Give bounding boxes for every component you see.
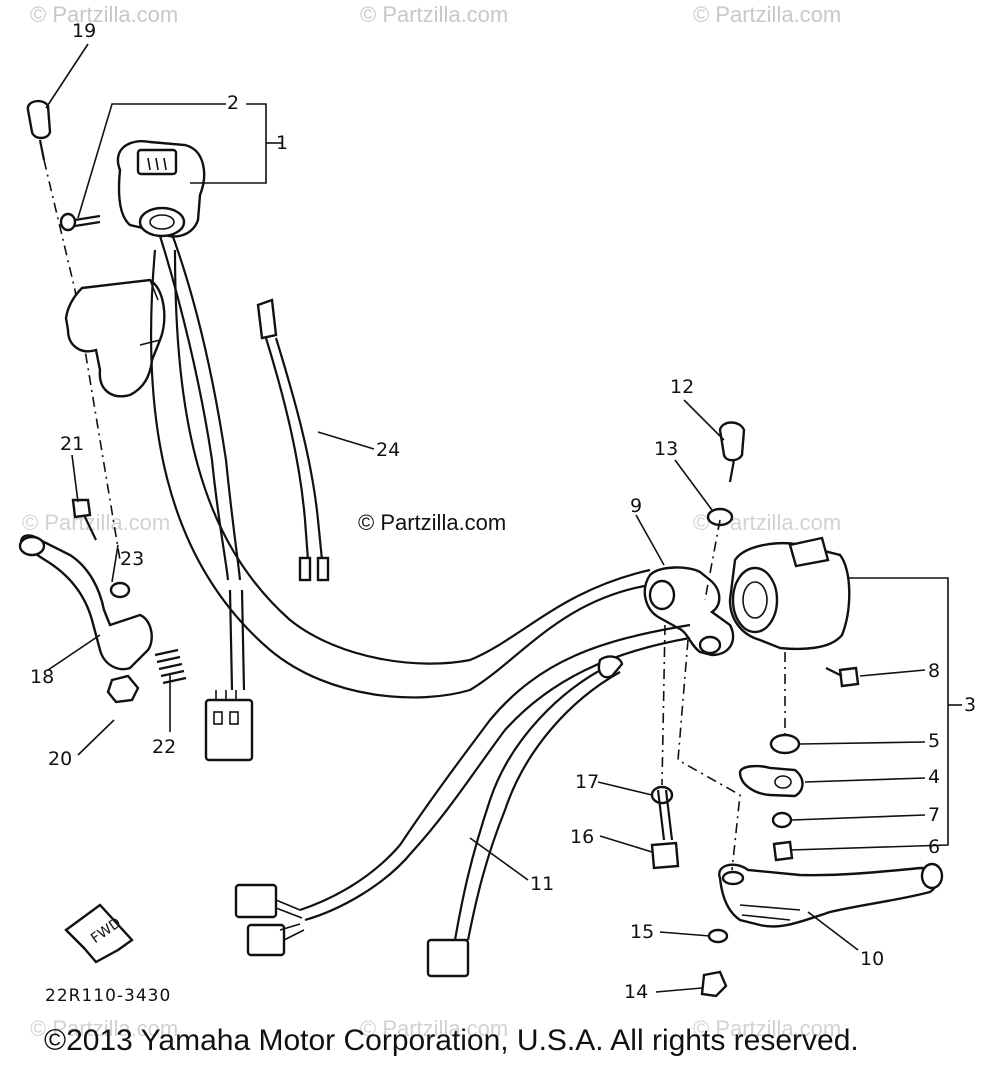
handlebar-cable-loop <box>149 249 651 699</box>
nut-7 <box>771 811 793 829</box>
watermark-bottom-right: © Partzilla.com <box>693 1016 842 1041</box>
callout-23: 23 <box>120 548 145 570</box>
callout-20: 20 <box>48 748 73 770</box>
callout-14: 14 <box>624 981 649 1003</box>
left-switch-harness <box>158 233 254 762</box>
callout-3: 3 <box>964 694 977 716</box>
center-watermark: © Partzilla.com <box>358 510 507 535</box>
screw-12 <box>718 421 746 483</box>
nut-14 <box>700 970 728 998</box>
callout-19: 19 <box>72 20 97 42</box>
watermark-bottom-left: © Partzilla.com <box>30 1016 179 1041</box>
screw-8 <box>825 666 860 688</box>
washer-5 <box>769 733 801 755</box>
right-handlebar-switch <box>728 536 851 651</box>
right-harness-11 <box>234 623 691 978</box>
callout-22: 22 <box>152 736 177 758</box>
clutch-lever-18 <box>18 534 153 671</box>
watermark-mid-left: © Partzilla.com <box>22 510 171 535</box>
watermark-top-right: © Partzilla.com <box>693 2 842 27</box>
callout-5: 5 <box>928 730 941 752</box>
lever-bracket-housing <box>64 278 166 398</box>
callout-6: 6 <box>928 836 941 858</box>
collar-23 <box>109 581 131 599</box>
callout-16: 16 <box>570 826 595 848</box>
callout-1: 1 <box>276 132 289 154</box>
washer-13 <box>706 507 734 527</box>
callout-13: 13 <box>654 438 679 460</box>
callout-17: 17 <box>575 771 600 793</box>
fwd-arrow-icon <box>64 903 134 964</box>
collar-15 <box>707 928 729 944</box>
callout-21: 21 <box>60 433 85 455</box>
spring-22 <box>154 648 187 685</box>
diagram-part-number: 22R110-3430 <box>45 986 172 1006</box>
callout-12: 12 <box>670 376 695 398</box>
master-cylinder-bracket-9 <box>643 566 735 657</box>
callout-15: 15 <box>630 921 655 943</box>
leader-lines <box>45 43 962 993</box>
bolt-16 <box>650 789 680 870</box>
switch-4 <box>738 764 804 798</box>
callout-9: 9 <box>630 495 643 517</box>
watermark-top-left: © Partzilla.com <box>30 2 179 27</box>
nut-20 <box>106 674 140 704</box>
watermark-bottom-center: © Partzilla.com <box>360 1016 509 1041</box>
bolt-21 <box>71 498 97 541</box>
watermark-top-center: © Partzilla.com <box>360 2 509 27</box>
callout-2: 2 <box>227 92 240 114</box>
callout-8: 8 <box>928 660 941 682</box>
cable-24 <box>256 298 330 582</box>
callout-11: 11 <box>530 873 555 895</box>
brake-lever-10 <box>718 862 944 928</box>
screw-6 <box>772 840 794 862</box>
callout-7: 7 <box>928 804 941 826</box>
nut-17 <box>650 785 674 805</box>
callout-18: 18 <box>30 666 55 688</box>
screw-2 <box>59 212 101 232</box>
screw-19 <box>26 99 52 161</box>
left-handlebar-switch <box>116 140 206 238</box>
callout-10: 10 <box>860 948 885 970</box>
copyright-notice: ©2013 Yamaha Motor Corporation, U.S.A. A… <box>44 1024 859 1057</box>
callout-4: 4 <box>928 766 941 788</box>
callout-24: 24 <box>376 439 401 461</box>
